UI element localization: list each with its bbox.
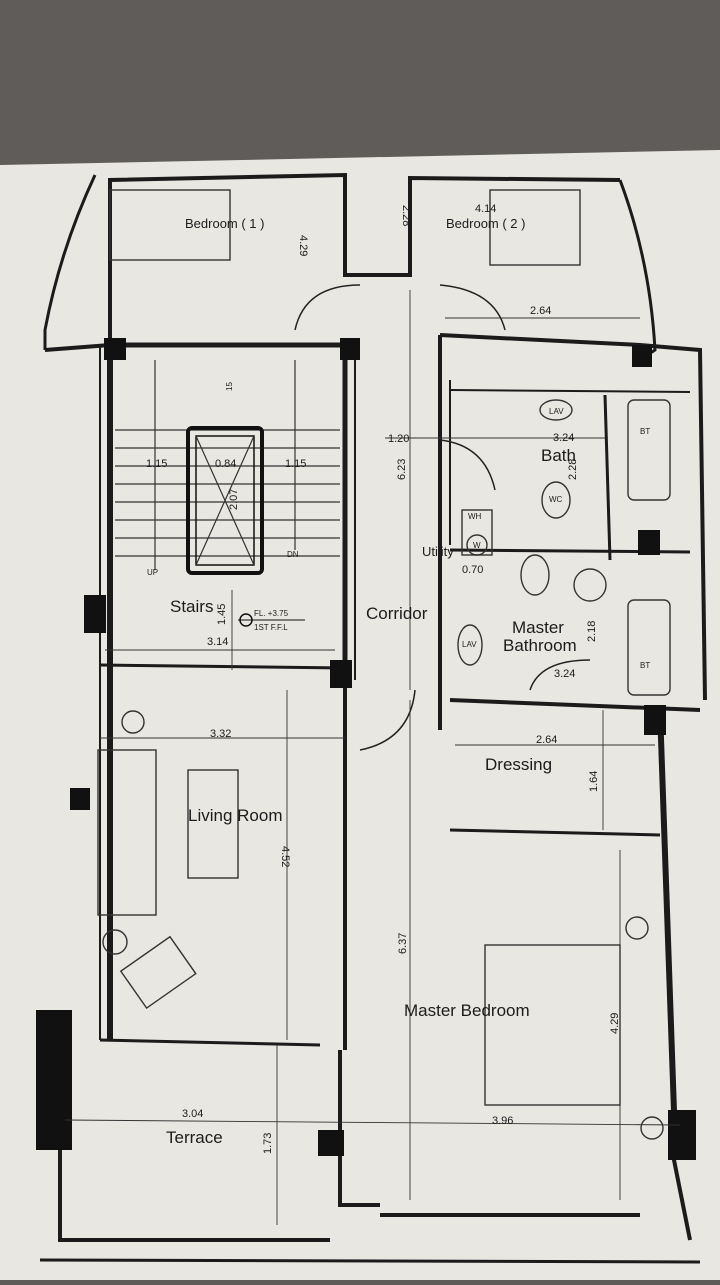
fixture-w: W [473,541,481,550]
stair-dn-label: DN [287,550,299,559]
lav-master [457,624,483,666]
dim-utility-w: 0.70 [462,564,483,576]
dim-mbath-w: 3.24 [554,668,575,680]
bathtub-1 [627,399,671,501]
fixture-labels: LAV WC BT LAV BT WH W [462,407,650,670]
nightstand-lamp-2 [640,1116,664,1140]
fixture-bt-2: BT [640,661,650,670]
terrace-label: Terrace [166,1128,223,1147]
paper-sheet [0,150,720,1280]
level-line-2: 1ST F.F.L [254,623,288,632]
dim-living-d: 4.52 [279,846,291,867]
master-bathroom-label-1: Master [512,618,564,637]
dim-bed1-depth: 4.29 [297,235,309,256]
wc-bath [541,481,571,519]
stair-number: 15 [225,382,234,391]
walls [39,172,707,1264]
dim-bed2-depth: 2.28 [400,205,412,226]
dim-bed2-width: 4.14 [475,203,496,215]
master-bedroom-label: Master Bedroom [404,1001,530,1020]
columns [36,338,696,1160]
dim-stair-c: 1.15 [285,458,306,470]
level-line-1: FL. +3.75 [254,609,289,618]
dimension-labels: 4.29 2.28 4.14 2.64 1.20 3.24 2.28 6.23 … [146,203,621,1154]
dim-bath-w: 3.24 [553,432,574,444]
dim-dressing-d: 1.64 [588,771,600,792]
lav-bath [539,399,573,421]
bath-label: Bath [541,446,576,465]
stair-up-label: UP [147,568,158,577]
coffee-table [187,769,239,879]
dim-mbed-d: 4.29 [609,1013,621,1034]
bed-2 [489,189,581,266]
living-room-label: Living Room [188,806,283,825]
sofa [97,749,157,916]
dim-mbed-len: 6.37 [397,933,409,954]
master-bathroom-label-2: Bathroom [503,636,577,655]
fixture-wc-bath: WC [549,495,563,504]
dim-bed2-lower: 2.64 [530,305,551,317]
doors [294,284,591,751]
dim-terrace-d: 1.73 [262,1133,274,1154]
stairs-label: Stairs [170,597,213,616]
bedroom-1-label: Bedroom ( 1 ) [185,216,264,231]
stair-treads [115,360,340,575]
bed-1 [109,189,231,261]
bathtub-2 [627,599,671,696]
armchair [119,935,197,1010]
dim-terrace-w: 3.04 [182,1108,203,1120]
dim-corridor-len: 6.23 [396,459,408,480]
utility-label: Utility [422,544,454,559]
fixture-lav-master: LAV [462,640,477,649]
dim-stair-a: 1.15 [146,458,167,470]
dressing-label: Dressing [485,755,552,774]
dim-stairs-w: 3.14 [207,636,228,648]
corridor-label: Corridor [366,604,428,623]
washer [466,534,488,556]
level-marker: FL. +3.75 1ST F.F.L [238,609,305,632]
dimension-lines [64,290,681,1225]
fixture-lav-bath: LAV [549,407,564,416]
dim-living-w: 3.32 [210,728,231,740]
dim-bath-d: 2.28 [567,459,579,480]
lamp-1 [121,710,145,734]
dim-mbed-w: 3.96 [492,1115,513,1127]
furniture [97,189,671,1140]
dim-corridor-w: 1.20 [388,433,409,445]
bidet-master [573,568,607,602]
lamp-2 [102,929,128,955]
fixture-bt-1: BT [640,427,650,436]
dim-mbath-d: 2.18 [586,621,598,642]
bedroom-2-label: Bedroom ( 2 ) [446,216,525,231]
nightstand-lamp-1 [625,916,649,940]
dim-stair-b: 0.84 [215,458,236,470]
dim-dressing-w: 2.64 [536,734,557,746]
dim-stair-well: 2.07 [228,489,240,510]
dim-stairs-d: 1.45 [216,604,228,625]
master-bed [484,944,621,1106]
wc-master [520,554,550,596]
fixture-wh: WH [468,512,482,521]
